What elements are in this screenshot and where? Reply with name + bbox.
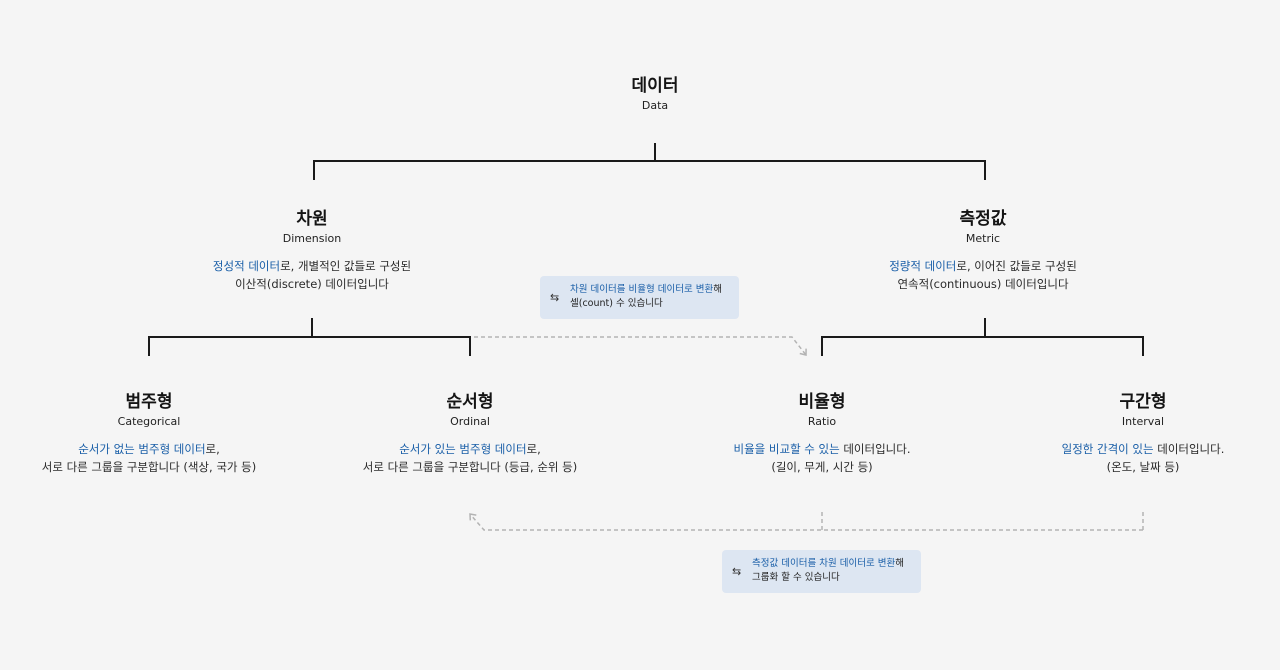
- node-categorical-title: 범주형: [125, 392, 173, 412]
- node-data: 데이터 Data: [632, 74, 679, 114]
- categorical-desc-rest: 로,: [205, 442, 220, 456]
- metric-desc-rest: 로, 이어진 값들로 구성된: [956, 259, 1077, 273]
- node-ordinal-subtitle: Ordinal: [450, 415, 490, 428]
- ratio-desc-rest: 데이터입니다.: [839, 442, 911, 456]
- note-top-highlight: 차원 데이터를 비율형 데이터로 변환: [570, 284, 714, 295]
- dimension-desc-line2: 이산적(discrete) 데이터입니다: [235, 277, 389, 291]
- ratio-desc-highlight: 비율을 비교할 수 있는: [733, 442, 840, 456]
- node-ratio-title: 비율형: [798, 392, 846, 412]
- interval-desc-line2: (온도, 날짜 등): [1106, 460, 1180, 474]
- dimension-tree-bracket: [148, 318, 471, 356]
- dimension-description: 정성적 데이터로, 개별적인 값들로 구성된 이산적(discrete) 데이터…: [213, 257, 411, 293]
- metric-description: 정량적 데이터로, 이어진 값들로 구성된 연속적(continuous) 데이…: [889, 257, 1077, 293]
- ordinal-desc-line2: 서로 다른 그룹을 구분합니다 (등급, 순위 등): [362, 460, 578, 474]
- swap-arrows-icon: ⇆: [550, 290, 560, 304]
- categorical-desc-highlight: 순서가 없는 범주형 데이터: [78, 442, 206, 456]
- note-dimension-to-ratio: ⇆ 차원 데이터를 비율형 데이터로 변환해 셀(count) 수 있습니다: [540, 276, 739, 319]
- node-ordinal: 순서형 Ordinal: [447, 390, 494, 430]
- metric-desc-highlight: 정량적 데이터: [889, 259, 957, 273]
- node-metric-subtitle: Metric: [965, 232, 1001, 245]
- node-metric: 측정값 Metric: [960, 207, 1007, 247]
- node-dimension-subtitle: Dimension: [282, 232, 342, 245]
- note-top-line2: 셀(count) 수 있습니다: [570, 298, 663, 309]
- ratio-desc-line2: (길이, 무게, 시간 등): [771, 460, 873, 474]
- node-interval: 구간형 Interval: [1120, 390, 1167, 430]
- node-data-subtitle: Data: [641, 99, 669, 112]
- note-top-rest: 해: [713, 284, 722, 295]
- note-bottom-line2: 그룹화 할 수 있습니다: [752, 572, 840, 583]
- dimension-desc-rest: 로, 개별적인 값들로 구성된: [280, 259, 412, 273]
- metric-tree-bracket: [821, 318, 1144, 356]
- categorical-desc-line2: 서로 다른 그룹을 구분합니다 (색상, 국가 등): [41, 460, 257, 474]
- node-ratio: 비율형 Ratio: [799, 390, 846, 430]
- node-categorical: 범주형 Categorical: [118, 390, 181, 430]
- node-dimension-title: 차원: [296, 209, 328, 229]
- note-bottom-highlight: 측정값 데이터를 차원 데이터로 변환: [752, 558, 896, 569]
- categorical-description: 순서가 없는 범주형 데이터로, 서로 다른 그룹을 구분합니다 (색상, 국가…: [42, 440, 256, 476]
- dimension-desc-highlight: 정성적 데이터: [212, 259, 281, 273]
- node-ordinal-title: 순서형: [446, 392, 494, 412]
- note-bottom-rest: 해: [895, 558, 904, 569]
- interval-desc-rest: 데이터입니다.: [1153, 442, 1225, 456]
- interval-description: 일정한 간격이 있는 데이터입니다. (온도, 날짜 등): [1062, 440, 1225, 476]
- node-categorical-subtitle: Categorical: [117, 415, 181, 428]
- node-interval-subtitle: Interval: [1121, 415, 1165, 428]
- dashed-arrow-top: [474, 336, 807, 356]
- node-ratio-subtitle: Ratio: [807, 415, 837, 428]
- node-metric-title: 측정값: [959, 209, 1007, 229]
- swap-arrows-icon: ⇆: [732, 564, 742, 578]
- node-interval-title: 구간형: [1119, 392, 1167, 412]
- ordinal-desc-highlight: 순서가 있는 범주형 데이터: [399, 442, 527, 456]
- ordinal-desc-rest: 로,: [526, 442, 541, 456]
- ratio-description: 비율을 비교할 수 있는 데이터입니다. (길이, 무게, 시간 등): [734, 440, 911, 476]
- dashed-arrow-bottom: [469, 512, 1144, 531]
- ordinal-description: 순서가 있는 범주형 데이터로, 서로 다른 그룹을 구분합니다 (등급, 순위…: [363, 440, 577, 476]
- interval-desc-highlight: 일정한 간격이 있는: [1061, 442, 1154, 456]
- node-data-title: 데이터: [631, 76, 679, 96]
- node-dimension: 차원 Dimension: [283, 207, 341, 247]
- metric-desc-line2: 연속적(continuous) 데이터입니다: [897, 277, 1069, 291]
- data-tree-bracket: [313, 143, 986, 180]
- note-metric-to-dimension: ⇆ 측정값 데이터를 차원 데이터로 변환해 그룹화 할 수 있습니다: [722, 550, 921, 593]
